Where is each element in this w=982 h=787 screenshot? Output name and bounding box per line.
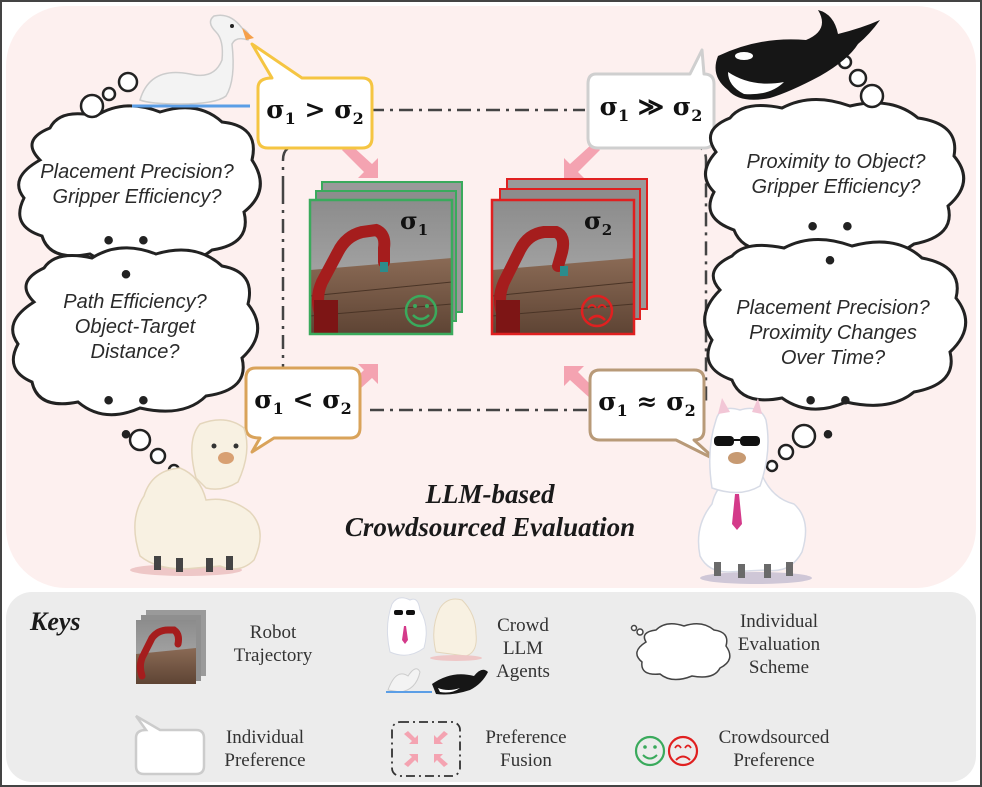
swan-icon [132, 14, 254, 108]
robot-arm-icon [136, 610, 206, 684]
thought-cloud-mid-right [703, 237, 968, 411]
sigma1-label: σ1 [400, 206, 429, 239]
preference-fusion-icon [391, 721, 461, 777]
orca-icon [715, 10, 880, 100]
key-crowdsourced-preference: Crowdsourced Preference [718, 727, 830, 771]
thought-ellipsis-mid-right: • • • [805, 384, 859, 451]
key-preference-fusion: Preference Fusion [485, 727, 567, 771]
keys-title: Keys [30, 607, 81, 636]
keys-panel [6, 592, 976, 782]
thought-ellipsis-top-left: • • • [103, 224, 157, 291]
crowdsourced-preference-icon [634, 735, 699, 767]
key-robot-trajectory: Robot Trajectory [233, 622, 313, 666]
sigma2-label: σ2 [584, 206, 613, 239]
key-individual-preference: Individual Preference [224, 727, 306, 771]
individual-preference-icon [134, 714, 206, 776]
pref-text-bottom-right: σ1 ≈ σ2 [598, 387, 696, 420]
diagram-title: LLM-based Crowdsourced Evaluation [344, 479, 636, 542]
pref-bubble-top-right [586, 48, 716, 150]
thought-text-mid-right: Placement Precision? Proximity Changes O… [736, 297, 930, 369]
thought-ellipsis-top-right: • • • [807, 210, 861, 277]
llama-icon [697, 398, 812, 584]
thought-text-top-right: Proximity to Object? Gripper Efficiency? [746, 151, 926, 198]
key-crowd-agents: Crowd LLM Agents [496, 615, 550, 682]
thought-cloud-top-right [704, 97, 966, 260]
thought-cloud-mid-left [11, 246, 260, 417]
thought-ellipsis-mid-left: • • • [103, 384, 157, 451]
pref-bubble-top-left [250, 42, 374, 150]
smiley-icon [404, 294, 438, 328]
evaluation-scheme-icon [630, 623, 731, 681]
crowd-agents-icon [386, 597, 488, 695]
trajectory-stack-sigma2 [490, 178, 648, 336]
frowny-icon [580, 294, 614, 328]
pref-text-bottom-left: σ1 < σ2 [254, 385, 352, 418]
thought-text-mid-left: Path Efficiency? Object-Target Distance? [63, 291, 207, 363]
pref-text-top-right: σ1 ≫ σ2 [599, 92, 703, 125]
alpaca-icon [130, 419, 261, 576]
pref-bubble-bottom-left [244, 366, 362, 454]
pref-text-top-left: σ1 > σ2 [266, 95, 364, 128]
trajectory-stack-sigma1 [308, 181, 463, 336]
key-evaluation-scheme: Individual Evaluation Scheme [737, 611, 821, 678]
thought-trails [79, 54, 885, 477]
thought-text-top-left: Placement Precision? Gripper Efficiency? [40, 161, 234, 208]
